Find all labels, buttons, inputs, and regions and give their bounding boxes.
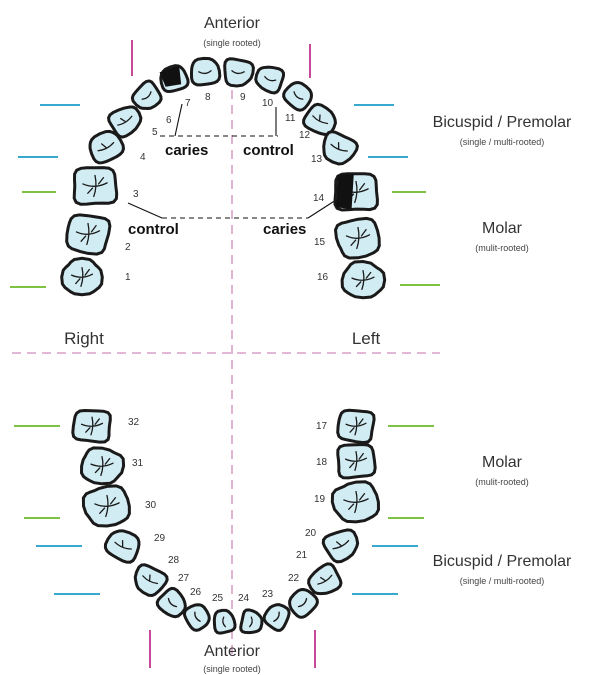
- tooth-9: [223, 58, 254, 87]
- tooth-20: [321, 525, 363, 565]
- tooth-14-caries: [336, 174, 354, 209]
- tooth-3: [74, 168, 117, 205]
- tooth-30: [83, 486, 129, 526]
- tooth-number-30: 30: [145, 500, 157, 511]
- tooth-number-1: 1: [125, 272, 131, 283]
- tooth-number-4: 4: [140, 152, 146, 163]
- molar-bottom-label: Molar: [482, 454, 523, 471]
- tooth-number-7: 7: [185, 98, 191, 109]
- tooth-2: [67, 215, 110, 254]
- tooth-number-17: 17: [316, 421, 328, 432]
- caries-label-middle: caries: [263, 221, 306, 238]
- right-side-label: Right: [64, 329, 104, 348]
- tooth-10-crown: [253, 63, 286, 95]
- tooth-number-15: 15: [314, 237, 326, 248]
- tooth-number-28: 28: [168, 555, 180, 566]
- tooth-number-8: 8: [205, 92, 211, 103]
- tooth-9-crown: [223, 58, 254, 87]
- control-label-middle: control: [128, 221, 179, 238]
- tooth-16: [342, 262, 385, 298]
- tooth-15: [336, 218, 380, 258]
- tooth-number-3: 3: [133, 189, 139, 200]
- tooth-number-24: 24: [238, 593, 250, 604]
- tooth-8-crown: [190, 57, 220, 86]
- tooth-31: [82, 448, 124, 484]
- tooth-number-11: 11: [285, 113, 296, 124]
- tooth-number-21: 21: [296, 550, 308, 561]
- tooth-number-18: 18: [316, 457, 328, 468]
- tooth-number-6: 6: [166, 115, 172, 126]
- tooth-number-14: 14: [313, 193, 325, 204]
- tooth-number-25: 25: [212, 593, 224, 604]
- tooth-23: [261, 600, 292, 632]
- tooth-29: [102, 526, 143, 565]
- tooth-number-5: 5: [152, 127, 158, 138]
- anterior-top-sublabel: (single rooted): [203, 38, 261, 48]
- tooth-20-crown: [321, 525, 363, 565]
- molar-bottom-sublabel: (mulit-rooted): [475, 477, 529, 487]
- anterior-bottom-sublabel: (single rooted): [203, 664, 261, 674]
- tooth-32: [73, 411, 111, 443]
- bicuspid-top-label: Bicuspid / Premolar: [433, 114, 572, 131]
- bicuspid-bottom-sublabel: (single / multi-rooted): [460, 576, 545, 586]
- molar-top-sublabel: (mulit-rooted): [475, 243, 529, 253]
- tooth-25: [212, 609, 236, 634]
- tooth-number-13: 13: [311, 154, 323, 165]
- bicuspid-bottom-label: Bicuspid / Premolar: [433, 553, 572, 570]
- tooth-19: [332, 482, 378, 522]
- tooth-18: [338, 445, 375, 478]
- tooth-number-26: 26: [190, 587, 202, 598]
- tooth-number-31: 31: [132, 458, 144, 469]
- tooth-1: [62, 258, 103, 294]
- tooth-number-32: 32: [128, 417, 140, 428]
- tooth-1-crown: [62, 258, 103, 294]
- control-label-upper: control: [243, 142, 294, 159]
- tooth-number-20: 20: [305, 528, 317, 539]
- tooth-number-12: 12: [299, 130, 311, 141]
- tooth-number-22: 22: [288, 573, 300, 584]
- bicuspid-top-sublabel: (single / multi-rooted): [460, 137, 545, 147]
- tooth-23-crown: [261, 600, 292, 632]
- tooth-number-29: 29: [154, 533, 166, 544]
- anterior-bottom-label: Anterior: [204, 643, 261, 660]
- tooth-10: [253, 63, 286, 95]
- tooth-14: [335, 174, 377, 210]
- tooth-7: [157, 63, 189, 94]
- tooth-24: [240, 609, 264, 635]
- caries-label-upper: caries: [165, 142, 208, 159]
- tooth-17: [338, 410, 374, 442]
- tooth-number-9: 9: [240, 92, 246, 103]
- anterior-top-label: Anterior: [204, 15, 261, 32]
- tooth-25-crown: [212, 609, 236, 634]
- region-markers: [10, 40, 440, 668]
- tooth-number-19: 19: [314, 494, 326, 505]
- teeth: [62, 57, 385, 635]
- tooth-number-16: 16: [317, 272, 329, 283]
- left-side-label: Left: [352, 329, 381, 348]
- tooth-number-27: 27: [178, 573, 190, 584]
- molar-top-label: Molar: [482, 220, 523, 237]
- tooth-number-10: 10: [262, 98, 274, 109]
- tooth-number-23: 23: [262, 589, 274, 600]
- tooth-number-2: 2: [125, 242, 131, 253]
- tooth-8: [190, 57, 220, 86]
